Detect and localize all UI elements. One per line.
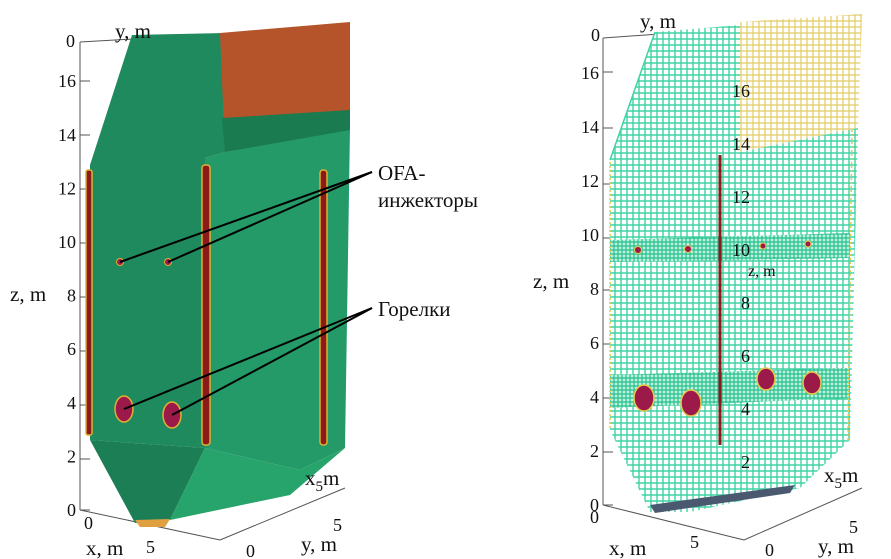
right-x-right-label: x5m <box>824 463 858 492</box>
left-x-right-label: x5m <box>305 466 339 495</box>
left-z-tick-6: 6 <box>67 339 76 359</box>
right-y-tick-5: 5 <box>849 517 858 537</box>
right-x-tick-5: 5 <box>690 532 699 552</box>
right-z-tick-16: 16 <box>581 63 599 83</box>
left-panel: y, m z, m x, m y, m x5m 0 0246810121416 … <box>10 19 478 559</box>
right-inner-z-tick-16: 16 <box>732 81 750 101</box>
right-y-bottom-label: y, m <box>818 534 854 558</box>
right-z-tick-6: 6 <box>590 333 599 353</box>
left-y-top-tick: 0 <box>66 31 75 51</box>
left-z-tick-0: 0 <box>67 500 76 520</box>
right-z-ticks: 0 2 4 6 8 10 12 14 16 <box>581 63 599 515</box>
right-inner-z-tick-4: 4 <box>741 399 750 419</box>
right-z-tick-2: 2 <box>590 441 599 461</box>
left-y-tick-5: 5 <box>333 515 342 535</box>
right-z-tick-4: 4 <box>590 387 599 407</box>
right-x-tick-0: 0 <box>590 507 599 527</box>
right-inner-z-tick-2: 2 <box>741 452 750 472</box>
left-z-tick-12: 12 <box>58 178 76 198</box>
right-z-tick-8: 8 <box>590 279 599 299</box>
right-mesh-body <box>609 14 862 513</box>
right-panel: 2 4 6 8 10 12 14 16 z, m y, m z, m x, m y, m x5… <box>533 9 863 559</box>
right-inner-axis: 2 4 6 8 10 12 14 16 z, m <box>732 81 776 472</box>
left-furnace-body <box>85 22 350 527</box>
left-z-tick-14: 14 <box>58 125 76 145</box>
left-y-axis-label: y, m <box>115 19 151 43</box>
right-z-tick-10: 10 <box>581 225 599 245</box>
left-axes <box>79 33 346 541</box>
left-z-tick-2: 2 <box>67 446 76 466</box>
left-x-axis-label: x, m <box>86 536 123 559</box>
ofa-label-line2: инжекторы <box>378 188 478 212</box>
burners-label: Горелки <box>378 297 451 321</box>
left-axis-labels: y, m z, m x, m y, m x5m 0 0246810121416 … <box>10 19 342 559</box>
right-inner-z-tick-6: 6 <box>741 346 750 366</box>
left-y-tick-0: 0 <box>246 541 255 559</box>
left-z-tick-8: 8 <box>67 286 76 306</box>
ofa-label-line1: OFA- <box>378 161 425 185</box>
right-inner-z-ticks: 2 4 6 8 10 12 14 16 <box>732 81 750 472</box>
right-inner-z-label: z, m <box>748 263 776 280</box>
right-ofa-ports <box>634 240 812 254</box>
left-x-tick-5: 5 <box>146 537 155 557</box>
right-z-axis-label: z, m <box>533 269 569 293</box>
left-z-tick-4: 4 <box>67 393 76 413</box>
right-axis-labels: y, m z, m x, m y, m x5m 0 0 2 4 6 8 10 12 14 16 … <box>533 9 858 559</box>
left-y-bottom-label: y, m <box>301 532 337 556</box>
right-y-tick-0: 0 <box>765 540 774 559</box>
left-annotation-leaders <box>119 171 373 416</box>
right-x-axis-label: x, m <box>609 536 646 559</box>
left-annotations: OFA- инжекторы Горелки <box>378 161 478 321</box>
right-y-top-tick: 0 <box>591 25 600 45</box>
right-inner-z-tick-8: 8 <box>741 293 750 313</box>
right-z-tick-14: 14 <box>581 117 599 137</box>
right-burner-ports <box>633 367 822 417</box>
right-y-axis-label: y, m <box>640 9 676 33</box>
right-inner-z-tick-14: 14 <box>732 134 750 154</box>
right-z-tick-12: 12 <box>581 171 599 191</box>
left-z-axis-label: z, m <box>10 282 46 306</box>
left-x-tick-0: 0 <box>84 513 93 533</box>
right-z-tick-0: 0 <box>590 495 599 515</box>
right-inner-z-tick-10: 10 <box>732 240 750 260</box>
left-z-tick-16: 16 <box>58 71 76 91</box>
right-inner-z-tick-12: 12 <box>732 187 750 207</box>
left-z-tick-10: 10 <box>58 232 76 252</box>
left-z-ticks: 0 2 4 6 8 10 12 14 16 <box>58 71 76 520</box>
